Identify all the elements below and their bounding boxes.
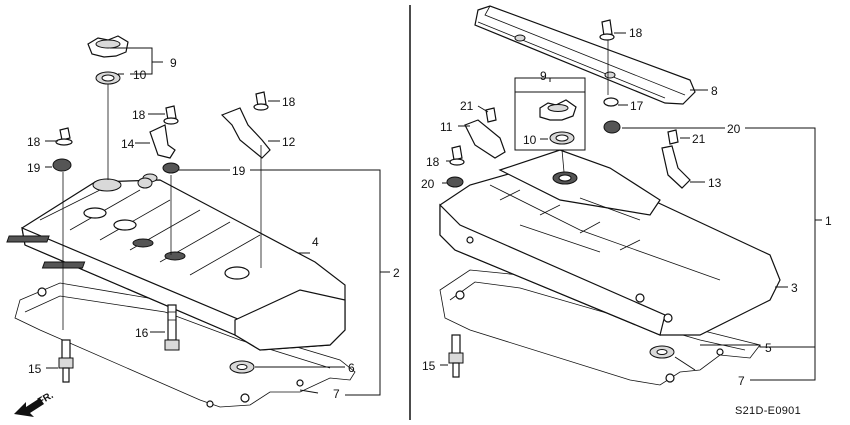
callout-label: 2 bbox=[393, 266, 400, 280]
callout-label: 21 bbox=[692, 132, 706, 146]
callout-label: 12 bbox=[282, 135, 296, 149]
callout-label: 18 bbox=[629, 26, 643, 40]
stud-bolt-15-left bbox=[58, 339, 74, 383]
callout-label: 9 bbox=[540, 69, 547, 83]
callout-label: 10 bbox=[133, 68, 147, 82]
sealing-nut-left bbox=[52, 127, 73, 330]
callout-label: 16 bbox=[135, 326, 149, 340]
callout-label: 14 bbox=[121, 137, 135, 151]
callout-label: 18 bbox=[426, 155, 440, 169]
front-direction-arrow: FR. bbox=[14, 390, 56, 417]
callout-label: 6 bbox=[348, 361, 355, 375]
filler-cap-detail-box bbox=[514, 91, 586, 151]
callout-label: 20 bbox=[727, 122, 741, 136]
callout-label: 18 bbox=[282, 95, 296, 109]
stud-bolt-16 bbox=[164, 304, 180, 351]
svg-text:FR.: FR. bbox=[36, 390, 56, 408]
washer-17 bbox=[603, 97, 619, 107]
callout-label: 19 bbox=[232, 164, 246, 178]
callout-label: 15 bbox=[422, 359, 436, 373]
bolt-18-top bbox=[599, 19, 615, 95]
callout-label: 7 bbox=[738, 374, 745, 388]
callout-label: 9 bbox=[170, 56, 177, 70]
callout-label: 21 bbox=[460, 99, 474, 113]
callout-label: 7 bbox=[333, 387, 340, 401]
callout-label: 4 bbox=[312, 235, 319, 249]
leader-lines-right bbox=[440, 32, 822, 381]
bracket-13 bbox=[661, 129, 691, 189]
bolt-18-right bbox=[446, 145, 465, 188]
callout-label: 13 bbox=[708, 176, 722, 190]
grommet-20-upper bbox=[603, 120, 621, 134]
callout-label: 1 bbox=[825, 214, 832, 228]
left-assembly: FR. 9 10 18 18 14 12 18 bbox=[6, 35, 400, 417]
callout-label: 19 bbox=[27, 161, 41, 175]
bracket-11 bbox=[464, 107, 506, 159]
callout-label: 5 bbox=[765, 341, 772, 355]
callout-label: 11 bbox=[440, 120, 453, 134]
callout-label: 15 bbox=[28, 362, 42, 376]
bracket-12 bbox=[220, 91, 271, 268]
callout-label: 10 bbox=[523, 133, 537, 147]
callout-label: 20 bbox=[421, 177, 435, 191]
stud-bolt-15-right bbox=[448, 334, 464, 378]
callout-label: 8 bbox=[711, 84, 718, 98]
leader-lines-left bbox=[45, 47, 390, 396]
diagram-code: S21D-E0901 bbox=[735, 405, 801, 417]
callout-label: 17 bbox=[630, 99, 644, 113]
callout-label: 18 bbox=[27, 135, 41, 149]
bracket-14 bbox=[149, 105, 180, 255]
callout-label: 18 bbox=[132, 108, 146, 122]
callout-label: 3 bbox=[791, 281, 798, 295]
right-assembly: 18 8 9 21 17 11 10 20 21 18 20 13 1 3 5 … bbox=[421, 5, 832, 417]
